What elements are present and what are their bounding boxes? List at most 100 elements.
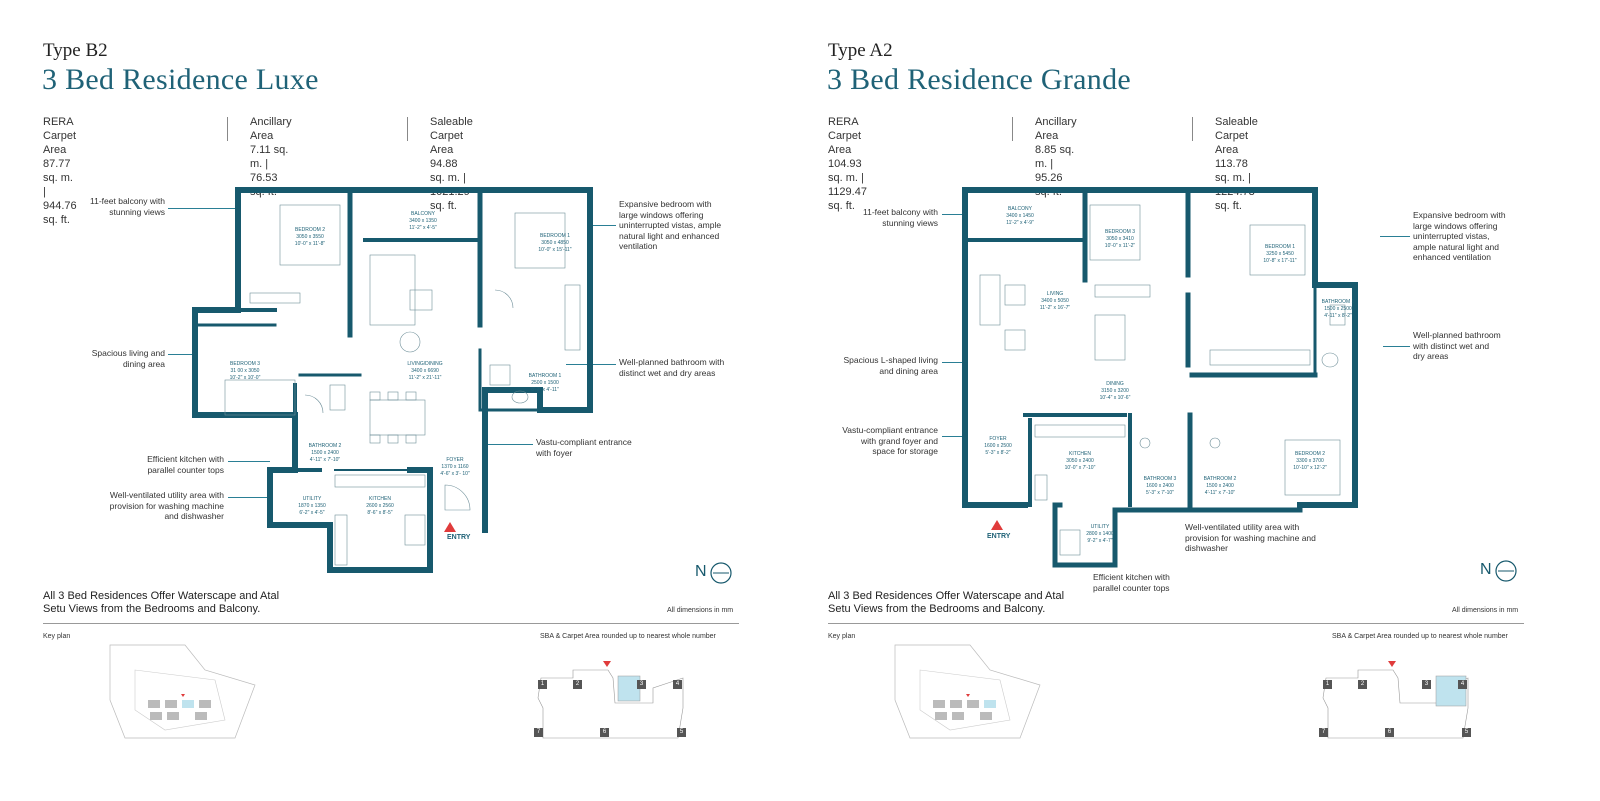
svg-text:2600 x 2560: 2600 x 2560	[366, 503, 394, 509]
svg-text:BALCONY: BALCONY	[1008, 206, 1033, 212]
svg-text:10'-0" x 11'-2": 10'-0" x 11'-2"	[1105, 243, 1136, 249]
note-utility: Well-ventilated utility area with provis…	[109, 490, 224, 521]
svg-text:8'-2" x 4'-11": 8'-2" x 4'-11"	[531, 387, 559, 393]
svg-text:BEDROOM 1: BEDROOM 1	[540, 233, 570, 239]
unit-number: 7	[534, 728, 543, 737]
svg-text:BEDROOM 2: BEDROOM 2	[1295, 451, 1325, 457]
key-plan-label: Key plan	[43, 633, 71, 640]
building-key-plan	[537, 661, 684, 739]
floor-plan-a2: BALCONY 3400 x 1450 11'-2" x 4'-9" BEDRO…	[962, 187, 1358, 568]
svg-text:BEDROOM 3: BEDROOM 3	[1105, 229, 1135, 235]
svg-text:3300 x 3700: 3300 x 3700	[1296, 458, 1324, 464]
unit-number: 2	[1358, 680, 1367, 689]
svg-text:11'-2" x 4'-9": 11'-2" x 4'-9"	[1006, 220, 1034, 226]
svg-text:3250 x 5450: 3250 x 5450	[1266, 251, 1294, 257]
svg-text:9'-2" x 4'-7": 9'-2" x 4'-7"	[1087, 538, 1112, 544]
entry-label: ENTRY	[447, 534, 471, 541]
north-arrow-icon	[1495, 560, 1517, 582]
unit-type: Type B2	[43, 40, 108, 61]
svg-text:UTILITY: UTILITY	[303, 496, 322, 502]
dims-note: All dimensions in mm	[1452, 607, 1519, 614]
unit-type: Type A2	[828, 40, 893, 61]
svg-text:8'-6" x 8'-5": 8'-6" x 8'-5"	[367, 510, 392, 516]
svg-text:LIVING/DINING: LIVING/DINING	[407, 361, 442, 367]
note-living: Spacious living and dining area	[91, 348, 165, 369]
north-arrow-icon	[710, 562, 732, 584]
svg-text:2500 x 1500: 2500 x 1500	[531, 380, 559, 386]
unit-number: 3	[1422, 680, 1431, 689]
svg-text:BEDROOM 2: BEDROOM 2	[295, 227, 325, 233]
views-note: All 3 Bed Residences Offer Waterscape an…	[43, 590, 280, 615]
svg-text:KITCHEN: KITCHEN	[1069, 451, 1091, 457]
svg-text:3050 x 3410: 3050 x 3410	[1106, 236, 1134, 242]
entry-label: ENTRY	[987, 533, 1011, 540]
svg-text:FOYER: FOYER	[989, 436, 1007, 442]
note-balcony: 11-feet balcony with stunning views	[863, 207, 938, 228]
svg-text:10'-4" x 10'-6": 10'-4" x 10'-6"	[1100, 395, 1131, 401]
note-bathroom: Well-planned bathroom with distinct wet …	[1413, 330, 1501, 361]
unit-number: 7	[1319, 728, 1328, 737]
svg-text:BATHROOM 2: BATHROOM 2	[309, 443, 342, 449]
svg-text:UTILITY: UTILITY	[1091, 524, 1110, 530]
unit-number: 5	[1462, 728, 1471, 737]
entry-arrow-icon	[991, 520, 1003, 530]
note-entrance: Vastu-compliant entrance with grand foye…	[842, 425, 938, 456]
floor-plan-panel-b2: Type B2 3 Bed Residence Luxe RERA Carpet…	[42, 40, 739, 739]
divider	[828, 623, 1524, 624]
svg-text:1870 x 1350: 1870 x 1350	[298, 503, 326, 509]
svg-text:11'-2" x 4'-5": 11'-2" x 4'-5"	[409, 225, 437, 231]
note-kitchen: Efficient kitchen with parallel counter …	[1093, 572, 1170, 593]
unit-number: 3	[637, 680, 646, 689]
svg-text:3400 x 1350: 3400 x 1350	[409, 218, 437, 224]
note-bedroom: Expansive bedroom with large windows off…	[619, 199, 722, 251]
svg-text:KITCHEN: KITCHEN	[369, 496, 391, 502]
svg-text:11'-2" x 16'-7": 11'-2" x 16'-7"	[1040, 305, 1071, 311]
svg-text:3400 x 6690: 3400 x 6690	[411, 368, 439, 374]
unit-number: 6	[1385, 728, 1394, 737]
svg-text:10'-2" x 10'-0": 10'-2" x 10'-0"	[230, 375, 261, 381]
svg-text:LIVING: LIVING	[1047, 291, 1064, 297]
north-label: N	[695, 563, 707, 580]
svg-text:BATHROOM 1: BATHROOM 1	[1322, 299, 1355, 305]
svg-text:11'-2" x 21'-11": 11'-2" x 21'-11"	[409, 375, 442, 381]
svg-text:3400 x 5050: 3400 x 5050	[1041, 298, 1069, 304]
key-plan-label: Key plan	[828, 633, 856, 640]
svg-text:10'-0" x 7'-10": 10'-0" x 7'-10"	[1065, 465, 1096, 471]
note-kitchen: Efficient kitchen with parallel counter …	[147, 454, 224, 475]
svg-text:DINING: DINING	[1106, 381, 1124, 387]
svg-text:4'-11" x 7'-10": 4'-11" x 7'-10"	[310, 457, 341, 463]
divider	[43, 623, 739, 624]
svg-text:3050 x 2400: 3050 x 2400	[1066, 458, 1094, 464]
svg-text:1600 x 2400: 1600 x 2400	[1146, 483, 1174, 489]
svg-text:10'-10" x 12'-2": 10'-10" x 12'-2"	[1293, 465, 1327, 471]
svg-text:3050 x 4850: 3050 x 4850	[541, 240, 569, 246]
svg-text:BEDROOM 1: BEDROOM 1	[1265, 244, 1295, 250]
unit-number: 4	[1458, 680, 1467, 689]
svg-text:5'-3" x 8'-2": 5'-3" x 8'-2"	[985, 450, 1010, 456]
note-utility: Well-ventilated utility area with provis…	[1185, 522, 1316, 553]
dims-note: All dimensions in mm	[667, 607, 734, 614]
svg-text:3150 x 3200: 3150 x 3200	[1101, 388, 1129, 394]
svg-text:31 00 x 3050: 31 00 x 3050	[231, 368, 260, 374]
svg-text:4'-6" x 3'- 10": 4'-6" x 3'- 10"	[440, 471, 470, 477]
unit-title: 3 Bed Residence Grande	[827, 63, 1131, 96]
svg-text:1600 x 2500: 1600 x 2500	[984, 443, 1012, 449]
sba-note: SBA & Carpet Area rounded up to nearest …	[1332, 633, 1508, 640]
svg-text:3050 x 3550: 3050 x 3550	[296, 234, 324, 240]
note-living: Spacious L-shaped living and dining area	[843, 355, 938, 376]
floor-plan-b2: BEDROOM 2 3050 x 3550 10'-0" x 11'-8" BA…	[192, 187, 593, 573]
svg-text:BEDROOM 3: BEDROOM 3	[230, 361, 260, 367]
sba-note: SBA & Carpet Area rounded up to nearest …	[540, 633, 716, 640]
site-key-plan	[894, 644, 1041, 739]
svg-text:4'-11" x 8'-2": 4'-11" x 8'-2"	[1324, 313, 1352, 319]
unit-number: 2	[573, 680, 582, 689]
north-label: N	[1480, 561, 1492, 578]
svg-text:1370 x 1160: 1370 x 1160	[441, 464, 468, 470]
svg-text:1500 x 2500: 1500 x 2500	[1324, 306, 1352, 312]
svg-text:10'-0" x 15'-11": 10'-0" x 15'-11"	[538, 247, 571, 253]
svg-text:1500 x 2400: 1500 x 2400	[311, 450, 339, 456]
unit-number: 1	[1323, 680, 1332, 689]
